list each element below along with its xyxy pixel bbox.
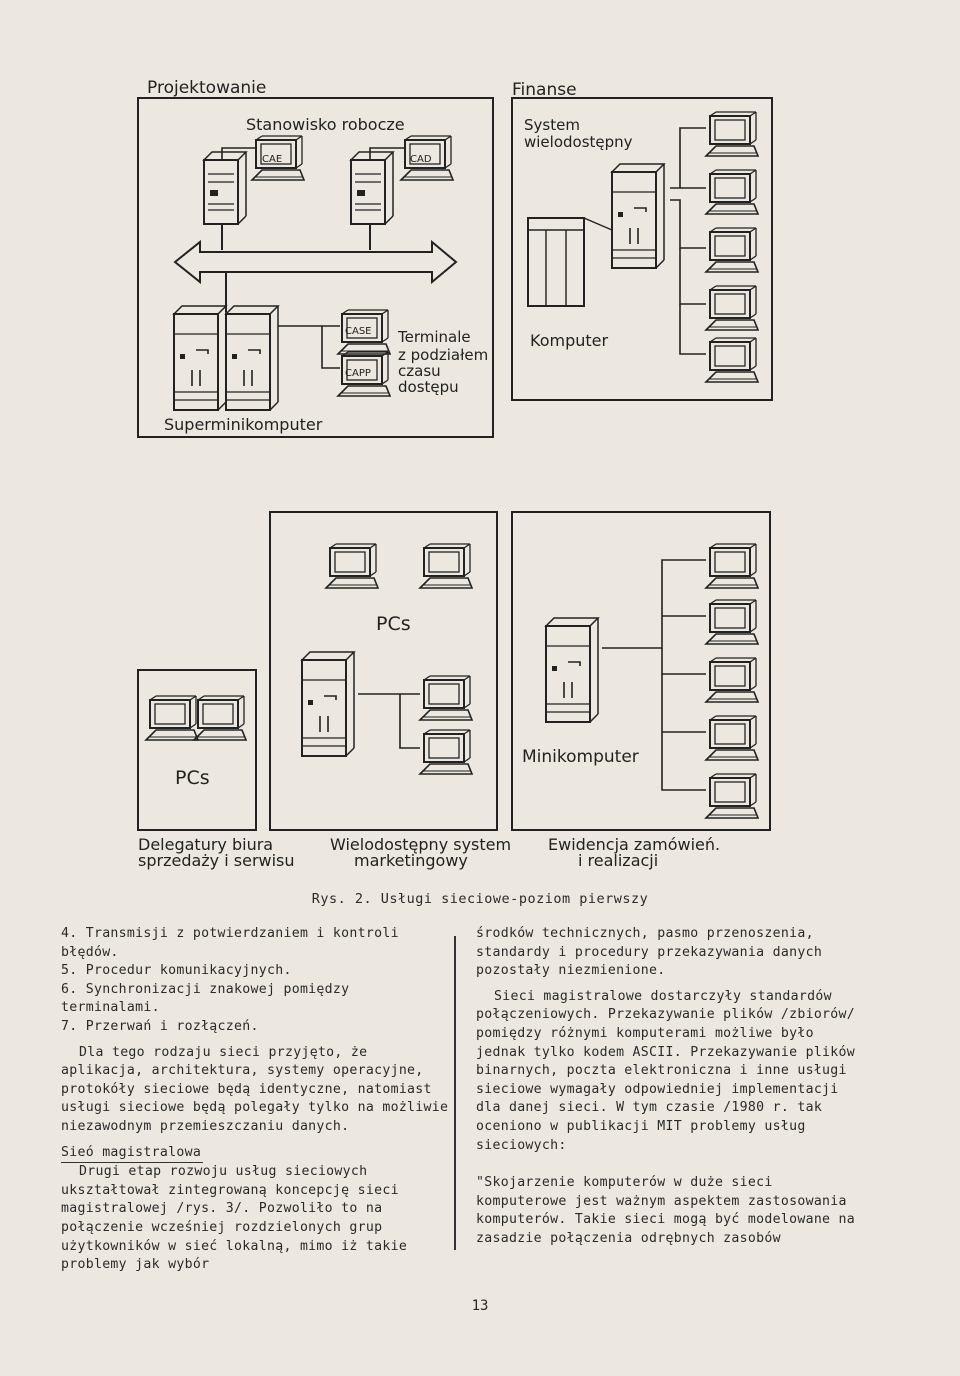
cabinet-icon xyxy=(545,617,599,723)
tag-capp: CAPP xyxy=(345,368,371,379)
figure-caption: Rys. 2. Usługi sieciowe-poziom pierwszy xyxy=(311,891,649,907)
delegatury-pcs-label: PCs xyxy=(175,767,210,789)
quadrant-projektowanie: Projektowanie Stanowisko robocze CAE CAD… xyxy=(137,78,494,438)
terminal-label-3: czasu xyxy=(398,362,441,380)
ewidencja-caption-2: i realizacji xyxy=(578,851,658,870)
monitor-icon xyxy=(705,285,759,331)
monitor-icon xyxy=(705,543,759,589)
terminal-label-1: Terminale xyxy=(397,328,471,346)
marketing-caption-1: Wielodostępny system xyxy=(330,835,511,854)
tower-icon xyxy=(350,151,394,225)
monitor-icon xyxy=(419,543,473,589)
tag-case: CASE xyxy=(345,326,372,337)
right-column: środków technicznych, pasmo przenoszenia… xyxy=(476,925,868,1249)
tower-icon xyxy=(203,151,247,225)
delegatury-caption-1: Delegatury biura xyxy=(138,835,273,854)
list-item: 6. Synchronizacji znakowej pomiędzy term… xyxy=(61,981,350,1016)
terminal-label-2: z podziałem xyxy=(398,346,488,364)
monitor-icon xyxy=(705,715,759,761)
monitor-icon xyxy=(145,695,199,741)
quadrant-marketing: PCs Wielodostępny system marketingowy xyxy=(269,511,511,870)
monitor-icon xyxy=(705,773,759,819)
section-heading: Sieó magistralowa xyxy=(61,1144,453,1164)
cabinet-icon xyxy=(173,305,227,411)
delegatury-caption-2: sprzedaży i serwisu xyxy=(138,851,295,870)
monitor-icon xyxy=(705,227,759,273)
system-label-1: System xyxy=(524,116,580,134)
bus-arrow xyxy=(173,239,458,285)
minikomputer-label: Minikomputer xyxy=(522,747,639,767)
tape-drives-icon xyxy=(527,217,613,307)
monitor-icon xyxy=(193,695,247,741)
superminikomputer-label: Superminikomputer xyxy=(164,415,323,434)
cabinet-icon xyxy=(225,305,279,411)
quadrant-finanse: Finanse System wielodostępny Komputer xyxy=(511,80,773,401)
section-heading-text: Sieó magistralowa xyxy=(61,1144,204,1164)
list-item: 4. Transmisji z potwierdzaniem i kontrol… xyxy=(61,926,399,960)
page-number: 13 xyxy=(471,1298,489,1314)
system-label-2: wielodostępny xyxy=(524,133,633,151)
monitor-icon xyxy=(705,169,759,215)
projektowanie-title: Projektowanie xyxy=(147,78,266,98)
quadrant-delegatury: PCs Delegatury biura sprzedaży i serwisu xyxy=(137,669,295,870)
komputer-label: Komputer xyxy=(530,331,608,350)
workstation-label: Stanowisko robocze xyxy=(246,115,405,134)
marketing-caption-2: marketingowy xyxy=(354,851,468,870)
monitor-icon xyxy=(419,729,473,775)
cabinet-icon xyxy=(301,651,355,757)
monitor-icon xyxy=(705,111,759,157)
paragraph: Sieci magistralowe dostarczyły standardó… xyxy=(476,988,856,1153)
column-divider xyxy=(454,936,456,1250)
monitor-icon xyxy=(705,599,759,645)
terminal-label-4: dostępu xyxy=(398,378,459,396)
list-item: 5. Procedur komunikacyjnych. xyxy=(61,963,292,979)
paragraph: środków technicznych, pasmo przenoszenia… xyxy=(476,926,823,979)
monitor-icon xyxy=(705,337,759,383)
quadrant-ewidencja: Minikomputer Ewidencja zamówień. i reali… xyxy=(511,511,771,870)
cabinet-icon xyxy=(611,163,665,269)
network-diagram: Projektowanie Stanowisko robocze CAE CAD… xyxy=(137,78,773,870)
monitor-icon xyxy=(705,657,759,703)
monitor-icon xyxy=(325,543,379,589)
left-column: 4. Transmisji z potwierdzaniem i kontrol… xyxy=(61,925,453,1275)
quote-paragraph: "Skojarzenie komputerów w duże sieci kom… xyxy=(476,1175,856,1246)
monitor-icon xyxy=(419,675,473,721)
tag-cae: CAE xyxy=(262,154,282,165)
paragraph: Drugi etap rozwoju usług sieciowych uksz… xyxy=(61,1164,408,1273)
finanse-title: Finanse xyxy=(512,80,577,100)
marketing-pcs-label: PCs xyxy=(376,613,411,635)
tag-cad: CAD xyxy=(410,154,432,165)
list-item: 7. Przerwań i rozłączeń. xyxy=(61,1018,259,1034)
ewidencja-caption-1: Ewidencja zamówień. xyxy=(548,835,720,854)
paragraph: Dla tego rodzaju sieci przyjęto, że apli… xyxy=(61,1044,449,1134)
